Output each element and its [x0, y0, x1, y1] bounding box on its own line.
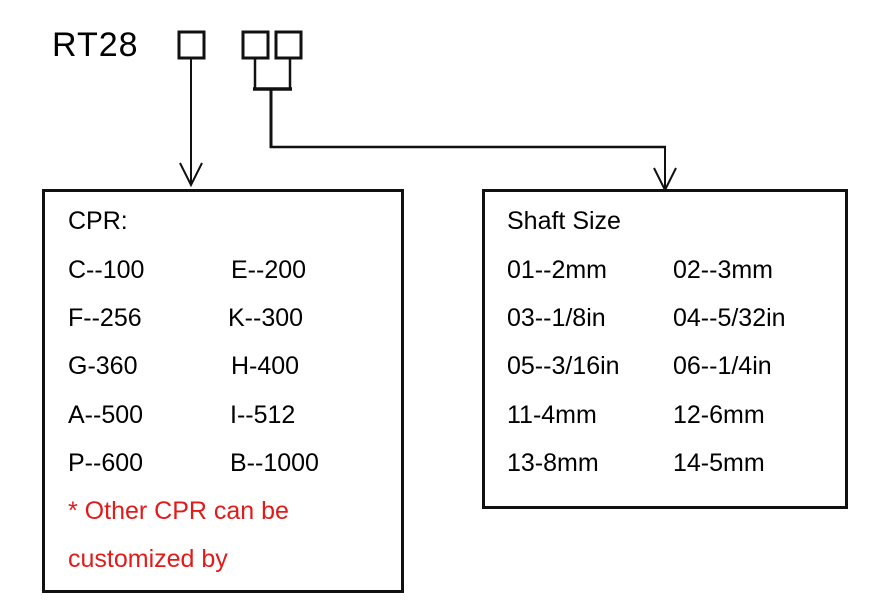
shaft-option: 14-5mm — [673, 449, 765, 477]
cpr-custom-note: customized by — [68, 545, 228, 573]
shaft-option: 06--1/4in — [673, 352, 772, 380]
cpr-option: A--500 — [68, 401, 144, 429]
cpr-option: I--512 — [230, 401, 296, 429]
shaft-option: 11-4mm — [507, 401, 597, 429]
shaft-option: 01--2mm — [507, 256, 608, 284]
shaft-option: 05--3/16in — [507, 352, 620, 380]
cpr-code-slot — [177, 30, 206, 60]
cpr-option: C--100 — [68, 256, 145, 284]
cpr-option: K--300 — [228, 304, 304, 332]
shaft-option: 04--5/32in — [673, 304, 786, 332]
shaft-option: 02--3mm — [673, 256, 774, 284]
shaft-option: 12-6mm — [673, 401, 765, 429]
cpr-option: F--256 — [68, 304, 142, 332]
shaft-heading: Shaft Size — [507, 207, 621, 235]
cpr-arrow-icon — [179, 162, 203, 188]
cpr-option: H-400 — [231, 352, 300, 380]
cpr-box — [42, 189, 404, 593]
cpr-option: B--1000 — [230, 449, 319, 477]
shaft-option: 03--1/8in — [507, 304, 606, 332]
cpr-option: E--200 — [231, 256, 307, 284]
shaft-code-slot-1 — [241, 30, 270, 60]
shaft-option: 13-8mm — [507, 449, 599, 477]
cpr-option: G-360 — [68, 352, 138, 380]
model-code: RT28 — [52, 26, 139, 64]
cpr-heading: CPR: — [68, 207, 128, 235]
cpr-custom-note: * Other CPR can be — [68, 497, 289, 525]
shaft-size-box — [482, 189, 848, 509]
cpr-option: P--600 — [68, 449, 144, 477]
shaft-code-slot-2 — [274, 30, 303, 60]
